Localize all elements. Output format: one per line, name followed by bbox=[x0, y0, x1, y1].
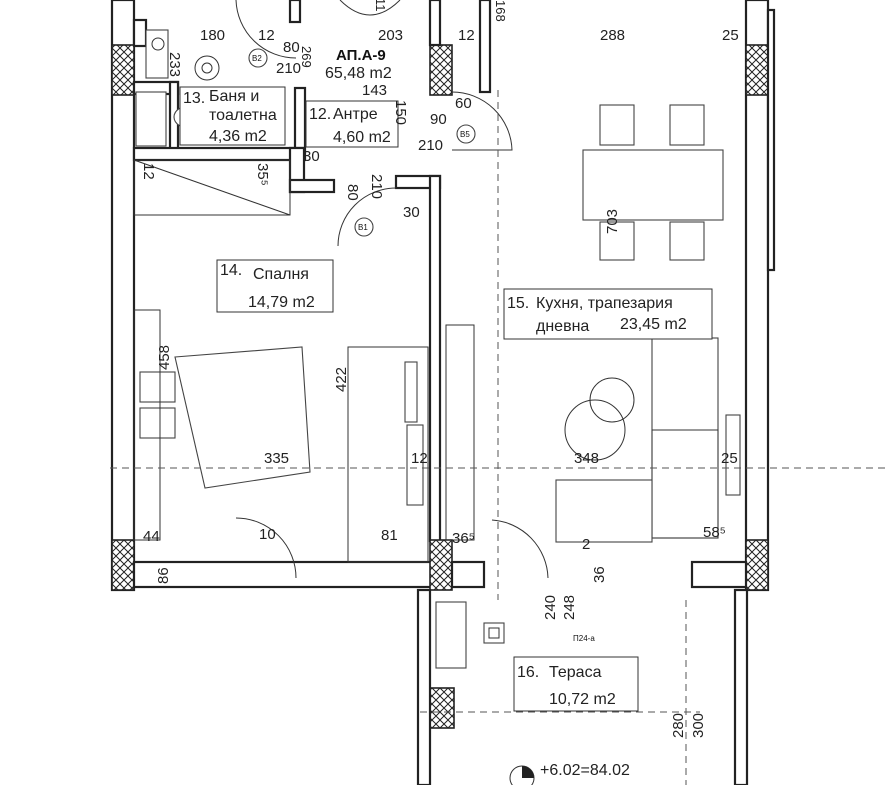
dimension-label: 10 bbox=[259, 526, 276, 543]
dimension-label: 269 bbox=[299, 46, 314, 68]
bed bbox=[174, 346, 311, 489]
room-15-num: 15. bbox=[507, 295, 529, 312]
column-top-center bbox=[429, 44, 453, 96]
dimension-label: 30 bbox=[303, 148, 320, 165]
dimension-label: 422 bbox=[333, 367, 350, 392]
dimension-label: 60 bbox=[455, 95, 472, 112]
room-15-name-1: Кухня, трапезария bbox=[536, 295, 673, 312]
dimension-label: 288 bbox=[600, 27, 625, 44]
dimension-label: 90 bbox=[430, 111, 447, 128]
dimension-label: 143 bbox=[362, 82, 387, 99]
dimension-label: 80 bbox=[344, 184, 361, 201]
door-tag-b5: B5 bbox=[460, 130, 470, 139]
room-13-num: 13. bbox=[183, 90, 205, 107]
column-left-top bbox=[111, 44, 135, 96]
text-layer: АП.А-9 65,48 m2 13. Баня и тоалетна 4,36… bbox=[140, 0, 739, 779]
dimension-label: 335 bbox=[264, 450, 289, 467]
dimension-label: 44 bbox=[143, 528, 160, 545]
room-12-name: Антре bbox=[333, 106, 378, 123]
dimension-label: 248 bbox=[561, 595, 578, 620]
dimension-label: 280 bbox=[670, 713, 687, 738]
room-14-area: 14,79 m2 bbox=[248, 294, 315, 311]
dimension-label: 12 bbox=[411, 450, 428, 467]
dining-table bbox=[582, 149, 724, 221]
room-14-num: 14. bbox=[220, 262, 242, 279]
dimension-label: 168 bbox=[493, 0, 508, 22]
dimension-label: 30 bbox=[403, 204, 420, 221]
room-16-num: 16. bbox=[517, 664, 539, 681]
dimension-label: 25 bbox=[721, 450, 738, 467]
column-right-bottom bbox=[745, 539, 769, 591]
dimension-label: 11 bbox=[373, 0, 388, 12]
fixtures bbox=[133, 29, 741, 785]
shower-fixture bbox=[135, 91, 167, 147]
walls bbox=[110, 0, 776, 785]
apartment-area: 65,48 m2 bbox=[325, 65, 392, 82]
room-15-area: 23,45 m2 bbox=[620, 316, 687, 333]
dimension-label: 12 bbox=[140, 163, 157, 180]
sofa bbox=[651, 337, 719, 539]
sink-fixture bbox=[145, 29, 169, 79]
column-bottom-center bbox=[429, 539, 453, 591]
dimension-label: 81 bbox=[381, 527, 398, 544]
dimension-label: 12 bbox=[458, 27, 475, 44]
tag-p24: П24-а bbox=[573, 634, 595, 643]
column-left-bottom bbox=[111, 539, 135, 591]
door-tag-b2: B2 bbox=[252, 54, 262, 63]
grid-axes bbox=[110, 90, 889, 785]
dimension-label: 12 bbox=[258, 27, 275, 44]
dimension-label: 210 bbox=[276, 60, 301, 77]
dimension-label: 233 bbox=[166, 52, 183, 77]
room-16-area: 10,72 m2 bbox=[549, 691, 616, 708]
dimension-label: 35⁵ bbox=[254, 163, 271, 186]
door-swings bbox=[235, 0, 549, 579]
dimension-label: 300 bbox=[690, 713, 707, 738]
coffee-table bbox=[555, 479, 653, 543]
room-14-name: Спалня bbox=[253, 266, 309, 283]
dimension-label: 58⁵ bbox=[703, 524, 726, 541]
level-marker: +6.02=84.02 bbox=[540, 762, 630, 779]
room-label-boxes bbox=[179, 86, 713, 712]
dimension-label: 210 bbox=[418, 137, 443, 154]
room-16-name: Тераса bbox=[549, 664, 602, 681]
dimension-label: 25 bbox=[722, 27, 739, 44]
dimension-label: 150 bbox=[392, 100, 409, 125]
room-13-name-2: тоалетна bbox=[209, 107, 277, 124]
column-right-top bbox=[745, 44, 769, 96]
door-tag-b1: B1 bbox=[358, 223, 368, 232]
room-13-name-1: Баня и bbox=[209, 88, 259, 105]
dimension-label: 240 bbox=[542, 595, 559, 620]
room-15-name-2: дневна bbox=[536, 318, 589, 335]
dimension-label: 2 bbox=[582, 536, 590, 553]
dimension-label: 86 bbox=[155, 567, 172, 584]
dimension-label: 458 bbox=[156, 345, 173, 370]
dimension-label: 703 bbox=[604, 209, 621, 234]
room-13-area: 4,36 m2 bbox=[209, 128, 267, 145]
apartment-name: АП.А-9 bbox=[336, 47, 386, 64]
room-12-area: 4,60 m2 bbox=[333, 129, 391, 146]
dimension-label: 36 bbox=[591, 566, 608, 583]
dimension-label: 210 bbox=[368, 174, 385, 199]
dimension-label: 180 bbox=[200, 27, 225, 44]
room-12-num: 12. bbox=[309, 106, 331, 123]
dimension-label: 203 bbox=[378, 27, 403, 44]
dimension-label: 36⁵ bbox=[452, 530, 475, 547]
dimension-label: 80 bbox=[283, 39, 300, 56]
dimension-label: 348 bbox=[574, 450, 599, 467]
